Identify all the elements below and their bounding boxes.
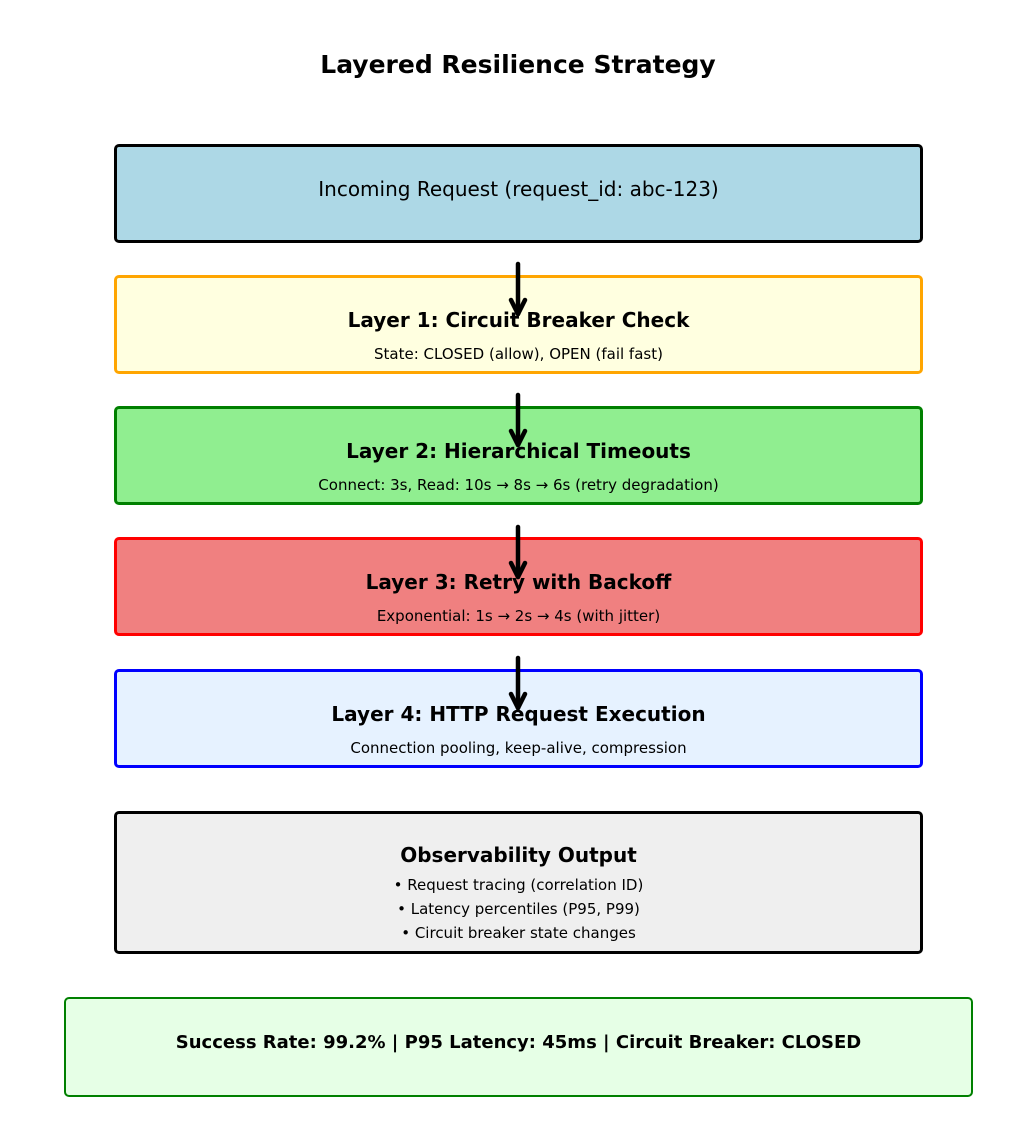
observability-item: • Circuit breaker state changes xyxy=(401,924,636,942)
layer3-retry-box: Layer 3: Retry with Backoff Exponential:… xyxy=(114,537,923,636)
status-footer-text: Success Rate: 99.2% | P95 Latency: 45ms … xyxy=(175,1032,862,1053)
layer2-timeouts-box: Layer 2: Hierarchical Timeouts Connect: … xyxy=(114,406,923,505)
layer3-title: Layer 3: Retry with Backoff xyxy=(365,570,672,594)
diagram-title: Layered Resilience Strategy xyxy=(320,50,716,79)
layer4-http-box: Layer 4: HTTP Request Execution Connecti… xyxy=(114,669,923,768)
incoming-request-label: Incoming Request (request_id: abc-123) xyxy=(318,177,719,201)
layer4-subtitle: Connection pooling, keep-alive, compress… xyxy=(350,739,687,757)
observability-box: Observability Output • Request tracing (… xyxy=(114,811,923,954)
layer1-title: Layer 1: Circuit Breaker Check xyxy=(347,308,690,332)
layer4-title: Layer 4: HTTP Request Execution xyxy=(331,702,706,726)
layer2-title: Layer 2: Hierarchical Timeouts xyxy=(346,439,691,463)
layer2-subtitle: Connect: 3s, Read: 10s → 8s → 6s (retry … xyxy=(318,476,719,494)
layer1-circuit-breaker-box: Layer 1: Circuit Breaker Check State: CL… xyxy=(114,275,923,374)
observability-item: • Request tracing (correlation ID) xyxy=(393,876,644,894)
observability-item: • Latency percentiles (P95, P99) xyxy=(397,900,640,918)
layer3-subtitle: Exponential: 1s → 2s → 4s (with jitter) xyxy=(376,607,661,625)
incoming-request-box: Incoming Request (request_id: abc-123) xyxy=(114,144,923,243)
observability-title: Observability Output xyxy=(400,843,637,867)
status-footer-box: Success Rate: 99.2% | P95 Latency: 45ms … xyxy=(64,997,973,1097)
layer1-subtitle: State: CLOSED (allow), OPEN (fail fast) xyxy=(374,345,663,363)
